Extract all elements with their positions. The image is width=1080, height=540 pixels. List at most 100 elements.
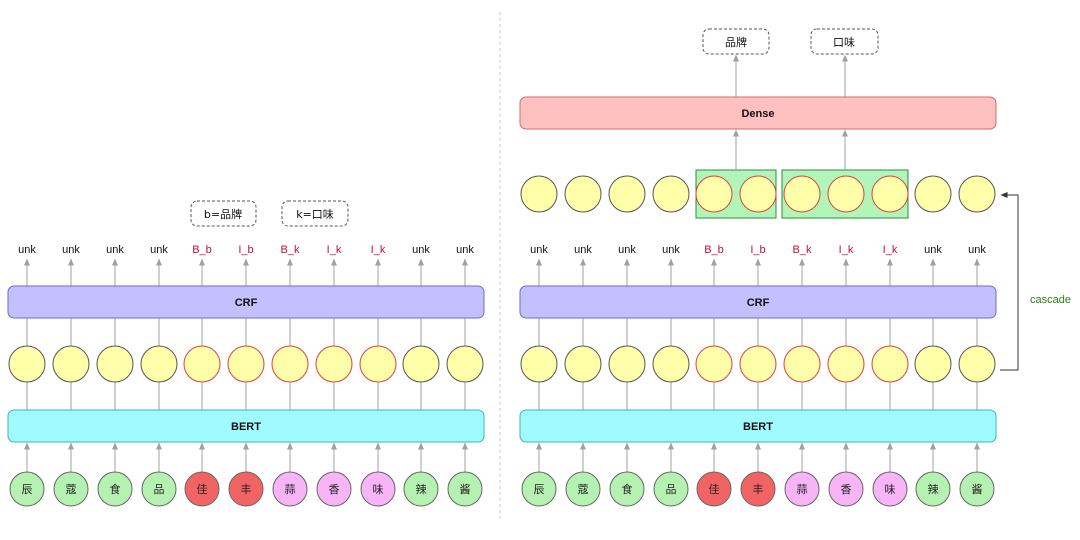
right-hidden-states bbox=[520, 345, 996, 383]
span-state-node bbox=[914, 175, 952, 213]
char-node bbox=[653, 471, 689, 507]
char-node bbox=[784, 471, 820, 507]
hidden-state-node bbox=[564, 345, 602, 383]
char-node bbox=[9, 471, 45, 507]
cascade-label: cascade bbox=[1030, 294, 1071, 306]
left-input-arrows bbox=[24, 442, 468, 472]
char-node bbox=[740, 471, 776, 507]
char-label: 酱 bbox=[460, 482, 471, 496]
char-label: 酱 bbox=[972, 482, 983, 496]
hidden-state-node bbox=[8, 345, 46, 383]
span-state-node bbox=[564, 175, 602, 213]
hidden-state-node bbox=[608, 345, 646, 383]
right-span-states bbox=[520, 175, 996, 213]
tag-label: unk bbox=[530, 244, 548, 256]
char-label: 香 bbox=[329, 483, 340, 496]
hidden-state-node bbox=[446, 345, 484, 383]
span-state-node bbox=[608, 175, 646, 213]
char-label: 味 bbox=[373, 483, 384, 496]
tag-label: unk bbox=[18, 244, 36, 256]
span-state-node bbox=[783, 175, 821, 213]
char-node bbox=[609, 471, 645, 507]
hidden-state-node bbox=[520, 345, 558, 383]
char-node bbox=[360, 471, 396, 507]
tag-label: unk bbox=[150, 244, 168, 256]
span-state-node bbox=[695, 175, 733, 213]
right-input-arrows bbox=[536, 442, 980, 472]
dense-box bbox=[519, 96, 997, 130]
left-output-arrows bbox=[24, 258, 468, 286]
char-label: 香 bbox=[841, 483, 852, 496]
output-brand-text: 品牌 bbox=[725, 35, 747, 49]
hidden-state-node bbox=[652, 345, 690, 383]
char-label: 味 bbox=[885, 483, 896, 496]
char-node bbox=[565, 471, 601, 507]
char-label: 辰 bbox=[22, 483, 33, 496]
char-node bbox=[521, 471, 557, 507]
char-node bbox=[872, 471, 908, 507]
right-output-arrows bbox=[536, 258, 980, 286]
hidden-state-node bbox=[271, 345, 309, 383]
output-brand: 品牌 bbox=[702, 28, 770, 55]
tag-label: unk bbox=[412, 244, 430, 256]
tag-label: unk bbox=[574, 244, 592, 256]
left-note-brand: b=品牌 bbox=[190, 200, 257, 227]
hidden-state-node bbox=[315, 345, 353, 383]
tag-label: unk bbox=[924, 244, 942, 256]
char-node bbox=[959, 471, 995, 507]
char-label: 食 bbox=[110, 482, 121, 496]
char-label: 佳 bbox=[197, 482, 208, 496]
note-brand-box bbox=[190, 200, 257, 227]
tag-label: unk bbox=[618, 244, 636, 256]
span-state-node bbox=[827, 175, 865, 213]
hidden-state-node bbox=[958, 345, 996, 383]
right-bert-box bbox=[519, 409, 997, 443]
char-node bbox=[403, 471, 439, 507]
left-bert-box bbox=[7, 409, 485, 443]
hidden-state-node bbox=[739, 345, 777, 383]
char-label: 辰 bbox=[534, 483, 545, 496]
note-brand-text: b=品牌 bbox=[204, 207, 242, 221]
left-hidden-states bbox=[8, 345, 484, 383]
left-note-flavor: k=口味 bbox=[281, 200, 349, 227]
char-node bbox=[53, 471, 89, 507]
hidden-state-node bbox=[96, 345, 134, 383]
tag-label: unk bbox=[62, 244, 80, 256]
right-input-characters: 辰蔻食品佳丰蒜香味辣酱 bbox=[521, 471, 995, 507]
output-flavor: 口味 bbox=[810, 28, 879, 55]
tag-label: I_k bbox=[839, 244, 854, 256]
dense-label: Dense bbox=[741, 108, 774, 120]
char-label: 食 bbox=[622, 482, 633, 496]
char-label: 辣 bbox=[928, 482, 939, 496]
char-node bbox=[828, 471, 864, 507]
hidden-state-node bbox=[914, 345, 952, 383]
output-flavor-text: 口味 bbox=[833, 36, 855, 49]
tag-label: I_b bbox=[238, 244, 253, 256]
char-node bbox=[272, 471, 308, 507]
hidden-state-node bbox=[52, 345, 90, 383]
left-crf-label: CRF bbox=[235, 297, 258, 309]
tag-label: unk bbox=[456, 244, 474, 256]
span-state-node bbox=[652, 175, 690, 213]
tag-label: I_k bbox=[371, 244, 386, 256]
char-node bbox=[184, 471, 220, 507]
hidden-state-node bbox=[402, 345, 440, 383]
span-state-node bbox=[871, 175, 909, 213]
cascade-connector bbox=[1000, 192, 1019, 371]
left-bert-label: BERT bbox=[231, 421, 261, 433]
right-crf-label: CRF bbox=[747, 297, 770, 309]
hidden-state-node bbox=[827, 345, 865, 383]
tag-label: I_k bbox=[327, 244, 342, 256]
tag-label: I_k bbox=[883, 244, 898, 256]
char-node bbox=[316, 471, 352, 507]
tag-label: unk bbox=[662, 244, 680, 256]
char-label: 蔻 bbox=[66, 483, 77, 496]
span-state-node bbox=[520, 175, 558, 213]
span-state-node bbox=[739, 175, 777, 213]
char-label: 蔻 bbox=[578, 483, 589, 496]
hidden-state-node bbox=[227, 345, 265, 383]
